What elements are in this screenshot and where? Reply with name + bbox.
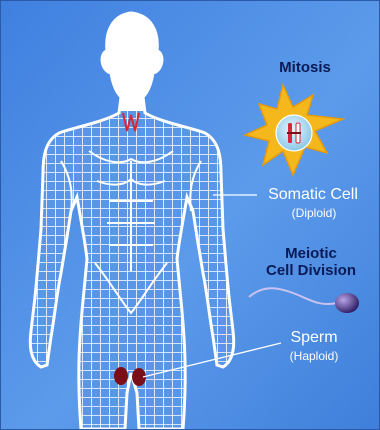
meiosis-title-line2: Cell Division xyxy=(251,262,371,279)
sperm-label: Sperm xyxy=(269,329,359,347)
meiosis-title-line1: Meiotic xyxy=(251,245,371,262)
somatic-cell-label: Somatic Cell xyxy=(253,186,373,204)
sperm-ploidy: (Haploid) xyxy=(269,349,359,363)
mitosis-title: Mitosis xyxy=(259,59,351,76)
somatic-cell-ploidy: (Diploid) xyxy=(269,206,359,220)
